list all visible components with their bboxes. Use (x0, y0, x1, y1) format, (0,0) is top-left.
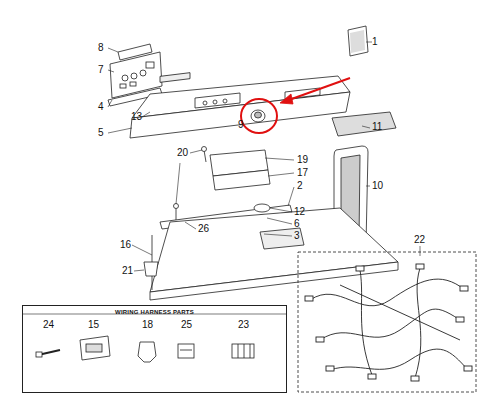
callout-number: 2 (297, 181, 303, 191)
callout-number: 13 (131, 112, 142, 122)
callout-number: 10 (372, 181, 383, 191)
callout-number: 17 (297, 168, 308, 178)
callout-number: 20 (177, 148, 188, 158)
lid-cap (332, 112, 396, 136)
parts-table: WIRING HARNESS PARTS (22, 305, 287, 393)
callout-number: 3 (294, 231, 300, 241)
callout-number: 18 (142, 320, 153, 330)
wire-harness (305, 264, 472, 381)
callout-number: 15 (88, 320, 99, 330)
manual (348, 26, 368, 56)
callout-number: 4 (98, 102, 104, 112)
harness-parts-icons (36, 336, 254, 362)
foot (144, 262, 158, 276)
knob (251, 110, 265, 122)
table-heading: WIRING HARNESS PARTS (23, 306, 286, 315)
harness-frame (298, 252, 476, 392)
callout-number: 16 (120, 240, 131, 250)
callout-number: 12 (294, 207, 305, 217)
callout-number: 6 (294, 219, 300, 229)
callout-number: 26 (198, 224, 209, 234)
callout-number: 9 (238, 120, 244, 130)
console-front (130, 92, 350, 138)
pointer-arrow (286, 78, 350, 101)
highlight-circle (241, 99, 277, 133)
callout-number: 7 (98, 65, 104, 75)
callout-number: 23 (238, 320, 249, 330)
callout-number: 21 (122, 266, 133, 276)
callout-number: 5 (98, 128, 104, 138)
callout-number: 22 (414, 235, 425, 245)
callout-number: 1 (372, 37, 378, 47)
leader-lines (108, 42, 372, 271)
callout-number: 24 (43, 320, 54, 330)
callout-number: 19 (297, 155, 308, 165)
callout-number: 8 (98, 43, 104, 53)
callout-number: 11 (372, 122, 382, 132)
callout-number: 25 (181, 320, 192, 330)
